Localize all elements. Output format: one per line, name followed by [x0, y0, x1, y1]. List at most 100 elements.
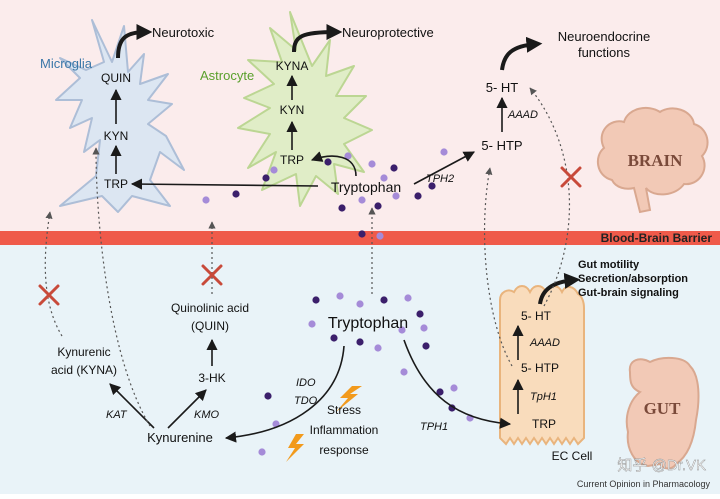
molecule-dot [356, 300, 364, 308]
neuroprotective-label: Neuroprotective [342, 25, 434, 40]
molecule-dot [404, 294, 412, 302]
molecule-dot [440, 148, 448, 156]
microglia-cell [55, 19, 185, 213]
ec-cell-label: EC Cell [552, 449, 593, 463]
gut-tph1-label: TPH1 [420, 421, 448, 433]
response-label: response [319, 443, 369, 457]
brain-5htp-label: 5- HTP [481, 138, 522, 153]
lightning-icon [286, 434, 304, 462]
molecule-dot [312, 296, 320, 304]
arrow-kynurenine-to-3hk [167, 389, 207, 429]
ido-label: IDO [296, 377, 316, 389]
dotted-kynurenine-to-microglia [92, 147, 151, 427]
molecule-dot [358, 230, 366, 238]
kmo-label: KMO [194, 409, 220, 421]
molecule-dot [380, 296, 388, 304]
molecule-dot [324, 158, 332, 166]
ec-trp-label: TRP [532, 417, 556, 431]
brain-tph2-label: TPH2 [426, 173, 454, 185]
dotted-ec-5ht-to-brain [529, 87, 571, 307]
molecule-dot [376, 232, 384, 240]
gut-organ-label: GUT [644, 399, 682, 418]
gut-function-3: Gut-brain signaling [578, 287, 679, 299]
arrow-tryptophan-to-microglia-trp [130, 178, 319, 190]
arrow-ec-5ht-functions [538, 272, 581, 305]
molecule-dot [336, 292, 344, 300]
blood-brain-barrier-label: Blood-Brain Barrier [601, 231, 713, 245]
arrow-5ht-neuroendocrine [500, 36, 543, 71]
kynurenic-acid-line1: Kynurenic [57, 345, 110, 359]
molecule-dot [398, 326, 406, 334]
molecule-dot [358, 196, 366, 204]
blood-brain-barrier-band [0, 231, 720, 245]
astrocyte-kyna: KYNA [276, 59, 309, 73]
ec-5htp-label: 5- HTP [521, 361, 559, 375]
journal-credit: Current Opinion in Pharmacology [577, 479, 711, 489]
brain-organ-label: BRAIN [628, 151, 684, 170]
gut-function-2: Secretion/absorption [578, 273, 688, 285]
molecule-dot [422, 342, 430, 350]
astrocyte-label: Astrocyte [200, 68, 254, 83]
blocked-cross-marks [38, 166, 582, 306]
microglia-label: Microglia [40, 56, 93, 71]
molecule-dot [416, 310, 424, 318]
molecule-dot [232, 190, 240, 198]
arrow-gut-tryptophan-to-kynurenine [224, 345, 345, 443]
brain-5ht-label: 5- HT [486, 80, 519, 95]
neuroendocrine-label-line2: functions [578, 45, 631, 60]
molecule-dot [428, 182, 436, 190]
dotted-transport-arrows [44, 87, 571, 427]
molecule-dot [420, 324, 428, 332]
microglia-quin: QUIN [101, 71, 131, 85]
molecule-dot [374, 202, 382, 210]
molecule-dot [308, 320, 316, 328]
ec-aaad-label: AAAD [529, 337, 560, 349]
arrow-tryptophan-to-5htp-brain [413, 151, 475, 185]
microglia-trp: TRP [104, 177, 128, 191]
arrow-gut-tryptophan-to-ec-trp [403, 339, 512, 429]
brain-arrows [110, 24, 543, 190]
molecule-dot [436, 388, 444, 396]
molecule-dot [414, 192, 422, 200]
arrow-tryptophan-to-astrocyte-trp [310, 151, 357, 177]
microglia-kyn: KYN [104, 129, 129, 143]
stress-label: Stress [327, 403, 361, 417]
3hk-label: 3-HK [198, 371, 225, 385]
molecule-dot [202, 196, 210, 204]
molecule-dot [258, 448, 266, 456]
molecule-dot [368, 160, 376, 168]
watermark: 知乎 @Dr.VK [617, 457, 706, 474]
astrocyte-cell [237, 11, 373, 207]
cross-quin [201, 264, 223, 286]
molecule-dot [270, 166, 278, 174]
brain-aaad-label: AAAD [507, 109, 538, 121]
ec-tph1-label: TpH1 [530, 391, 557, 403]
molecule-dot [338, 204, 346, 212]
arrow-microglia-neurotoxic [116, 24, 153, 59]
molecule-dot [264, 392, 272, 400]
gut-function-1: Gut motility [578, 259, 640, 271]
brain-tryptophan-label: Tryptophan [331, 179, 401, 195]
arrow-astrocyte-neuroprotective [292, 24, 343, 53]
quinolinic-acid-line1: Quinolinic acid [171, 301, 249, 315]
molecule-dot [392, 192, 400, 200]
molecule-dot [262, 174, 270, 182]
gut-organ-icon [625, 356, 700, 470]
gut-tryptophan-label: Tryptophan [328, 315, 408, 332]
molecule-dot [356, 338, 364, 346]
molecule-dot [374, 344, 382, 352]
ec-5ht-label: 5- HT [521, 309, 552, 323]
astrocyte-body [237, 11, 373, 207]
cross-5ht [560, 166, 582, 188]
molecule-dot [448, 404, 456, 412]
kynurenine-label: Kynurenine [147, 430, 213, 445]
brain-organ-icon [596, 106, 709, 214]
molecule-dot [380, 174, 388, 182]
neurotoxic-label: Neurotoxic [152, 25, 215, 40]
microglia-body [55, 19, 185, 213]
molecule-dot [330, 334, 338, 342]
tdo-label: TDO [294, 395, 318, 407]
astrocyte-trp: TRP [280, 153, 304, 167]
molecule-dot [344, 152, 352, 160]
